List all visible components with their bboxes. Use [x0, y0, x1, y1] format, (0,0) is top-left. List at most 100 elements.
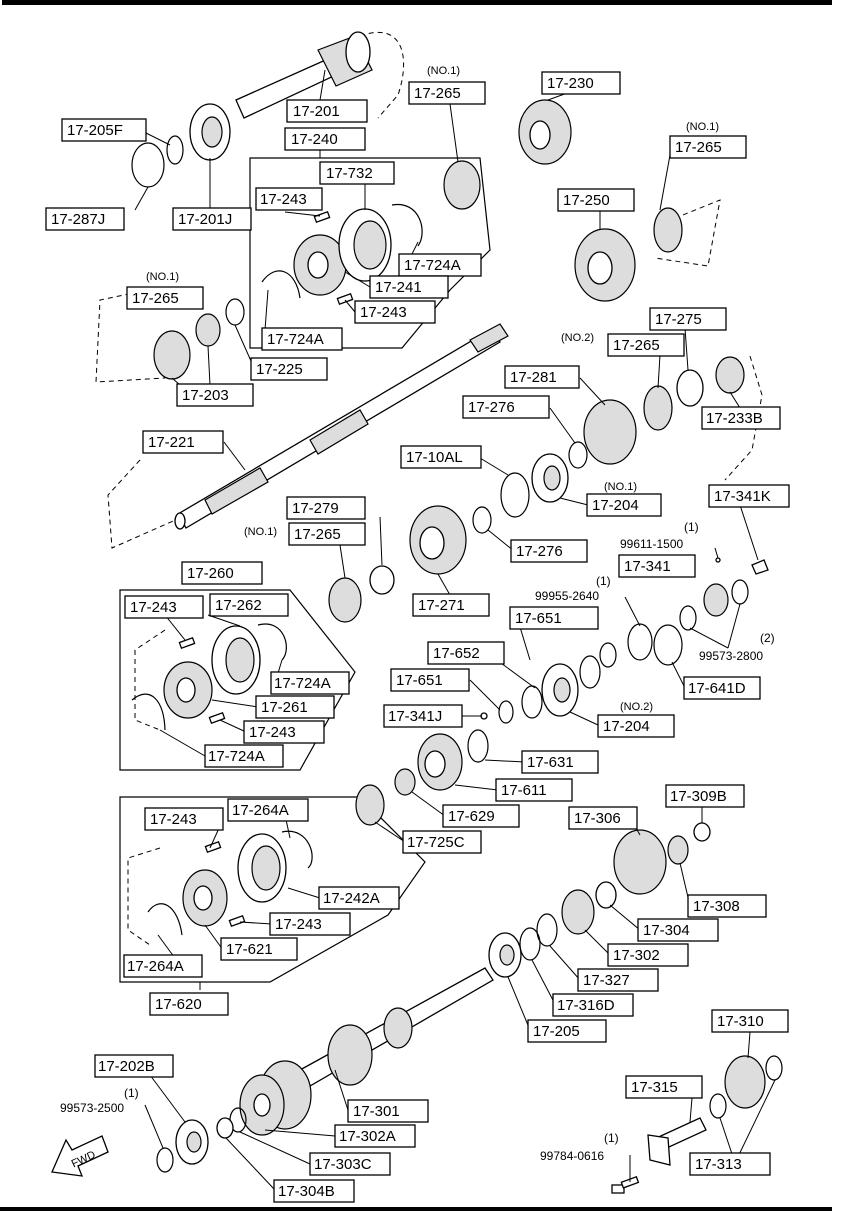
part-box-17-302A[interactable]: 17-302A: [334, 1124, 416, 1148]
part-box-17-225[interactable]: 17-225: [250, 357, 328, 381]
part-box-17-276-a[interactable]: 17-276: [462, 395, 550, 419]
part-box-17-310[interactable]: 17-310: [711, 1009, 789, 1033]
part-box-17-221[interactable]: 17-221: [142, 430, 224, 454]
part-box-17-302[interactable]: 17-302: [607, 943, 689, 967]
part-label: 17-276: [468, 399, 515, 416]
part-box-17-308[interactable]: 17-308: [687, 894, 767, 918]
part-box-17-327[interactable]: 17-327: [577, 968, 659, 992]
part-box-17-264A-b[interactable]: 17-264A: [123, 954, 203, 978]
part-box-17-203[interactable]: 17-203: [176, 383, 254, 407]
part-label: 17-243: [150, 811, 197, 828]
part-box-17-279[interactable]: 17-279: [286, 496, 366, 520]
part-box-17-260[interactable]: 17-260: [181, 561, 263, 585]
part-box-17-204-a[interactable]: 17-204: [586, 493, 662, 517]
part-box-17-275[interactable]: 17-275: [649, 307, 727, 331]
part-box-17-724A-c[interactable]: 17-724A: [270, 671, 350, 695]
bearing-17-204-upper-inner: [543, 465, 561, 491]
leader-lines: [134, 69, 776, 1191]
part-box-17-204-b[interactable]: 17-204: [597, 714, 675, 738]
part-box-17-315[interactable]: 17-315: [625, 1075, 703, 1099]
part-box-17-631[interactable]: 17-631: [521, 750, 599, 774]
part-box-17-271[interactable]: 17-271: [412, 593, 490, 617]
part-box-17-651-b[interactable]: 17-651: [390, 668, 470, 692]
part-label: 17-279: [292, 500, 339, 517]
hub-17-241-center: [307, 251, 329, 279]
part-box-17-304[interactable]: 17-304: [637, 918, 719, 942]
part-box-17-201[interactable]: 17-201: [286, 99, 368, 123]
part-label: 17-724A: [404, 257, 461, 274]
part-box-17-641D[interactable]: 17-641D: [683, 676, 761, 700]
part-box-17-341K[interactable]: 17-341K: [708, 484, 790, 508]
part-box-17-276-b[interactable]: 17-276: [510, 539, 588, 563]
part-box-17-240[interactable]: 17-240: [284, 127, 366, 151]
part-box-17-265-d[interactable]: 17-265: [607, 333, 685, 357]
part-box-17-620[interactable]: 17-620: [149, 992, 229, 1016]
part-box-17-301[interactable]: 17-301: [347, 1099, 429, 1123]
part-box-17-265-b[interactable]: 17-265: [669, 135, 747, 159]
plug-17-341K-shape: [751, 559, 769, 575]
part-box-17-304B[interactable]: 17-304B: [273, 1179, 355, 1203]
note-1a: (1): [684, 520, 699, 534]
part-box-17-265-c[interactable]: 17-265: [126, 286, 204, 310]
bearing-17-308-shape: [667, 835, 689, 865]
dash-17-201: [359, 31, 404, 119]
part-box-17-205F[interactable]: 17-205F: [61, 118, 147, 142]
gear-17-302A-center: [253, 1093, 271, 1117]
key-17-243-e: [204, 840, 222, 854]
part-box-17-287J[interactable]: 17-287J: [45, 207, 125, 231]
part-box-17-724A-d[interactable]: 17-724A: [204, 744, 284, 768]
part-box-17-724A-a[interactable]: 17-724A: [398, 253, 482, 277]
part-box-17-651-a[interactable]: 17-651: [509, 606, 599, 630]
sync-ring-17-265-e-shape: [328, 577, 362, 623]
part-box-17-242A[interactable]: 17-242A: [318, 886, 400, 910]
part-label: 17-205F: [67, 122, 123, 139]
part-box-17-243-b[interactable]: 17-243: [354, 300, 436, 324]
part-box-17-341J[interactable]: 17-341J: [383, 704, 463, 728]
ring-99573-2500-shape: [156, 1147, 174, 1173]
part-label: 17-262: [215, 597, 262, 614]
part-box-17-264A-a[interactable]: 17-264A: [227, 798, 309, 822]
part-box-17-313[interactable]: 17-313: [689, 1152, 771, 1176]
spring-17-724A-d: [131, 693, 166, 731]
part-box-17-265-a[interactable]: 17-265: [408, 81, 486, 105]
part-box-17-629[interactable]: 17-629: [442, 804, 520, 828]
part-box-17-243-e[interactable]: 17-243: [144, 807, 224, 831]
part-box-17-724A-b[interactable]: 17-724A: [261, 327, 343, 351]
note-2: (2): [760, 631, 775, 645]
part-box-17-621[interactable]: 17-621: [220, 937, 298, 961]
part-box-17-230[interactable]: 17-230: [541, 71, 621, 95]
part-box-17-281[interactable]: 17-281: [504, 365, 580, 389]
part-box-17-652[interactable]: 17-652: [427, 641, 505, 665]
part-box-17-265-e[interactable]: 17-265: [288, 522, 366, 546]
ring-17-316D-shape: [519, 927, 541, 961]
part-box-17-233B[interactable]: 17-233B: [701, 406, 781, 430]
part-box-17-205[interactable]: 17-205: [527, 1019, 607, 1043]
ring-17-327-shape: [536, 913, 558, 947]
key-17-243-c: [178, 636, 196, 650]
part-box-17-611[interactable]: 17-611: [495, 778, 573, 802]
part-box-17-732[interactable]: 17-732: [319, 161, 395, 185]
part-label: 17-304B: [278, 1183, 335, 1200]
part-box-17-243-a[interactable]: 17-243: [255, 187, 323, 211]
part-label: 17-243: [360, 304, 407, 321]
part-box-17-243-f[interactable]: 17-243: [269, 912, 351, 936]
part-box-17-243-d[interactable]: 17-243: [243, 720, 325, 744]
note-99784: 99784-0616: [540, 1149, 604, 1163]
note-1b: (1): [596, 574, 611, 588]
part-box-17-316D[interactable]: 17-316D: [552, 993, 634, 1017]
part-label: 17-724A: [274, 675, 331, 692]
part-box-17-303C[interactable]: 17-303C: [309, 1152, 391, 1176]
part-box-17-202B[interactable]: 17-202B: [94, 1054, 174, 1078]
part-label: 17-327: [583, 972, 630, 989]
part-box-17-243-c[interactable]: 17-243: [124, 595, 204, 619]
part-box-17-262[interactable]: 17-262: [209, 593, 289, 617]
part-box-17-341[interactable]: 17-341: [618, 554, 696, 578]
part-box-17-261[interactable]: 17-261: [255, 695, 335, 719]
part-box-17-250[interactable]: 17-250: [557, 188, 635, 212]
part-box-17-201J[interactable]: 17-201J: [172, 207, 252, 231]
part-box-17-725C[interactable]: 17-725C: [402, 830, 482, 854]
part-box-17-241[interactable]: 17-241: [369, 275, 449, 299]
part-box-17-10AL[interactable]: 17-10AL: [400, 445, 482, 469]
part-box-17-309B[interactable]: 17-309B: [665, 784, 745, 808]
part-box-17-306[interactable]: 17-306: [568, 806, 638, 830]
